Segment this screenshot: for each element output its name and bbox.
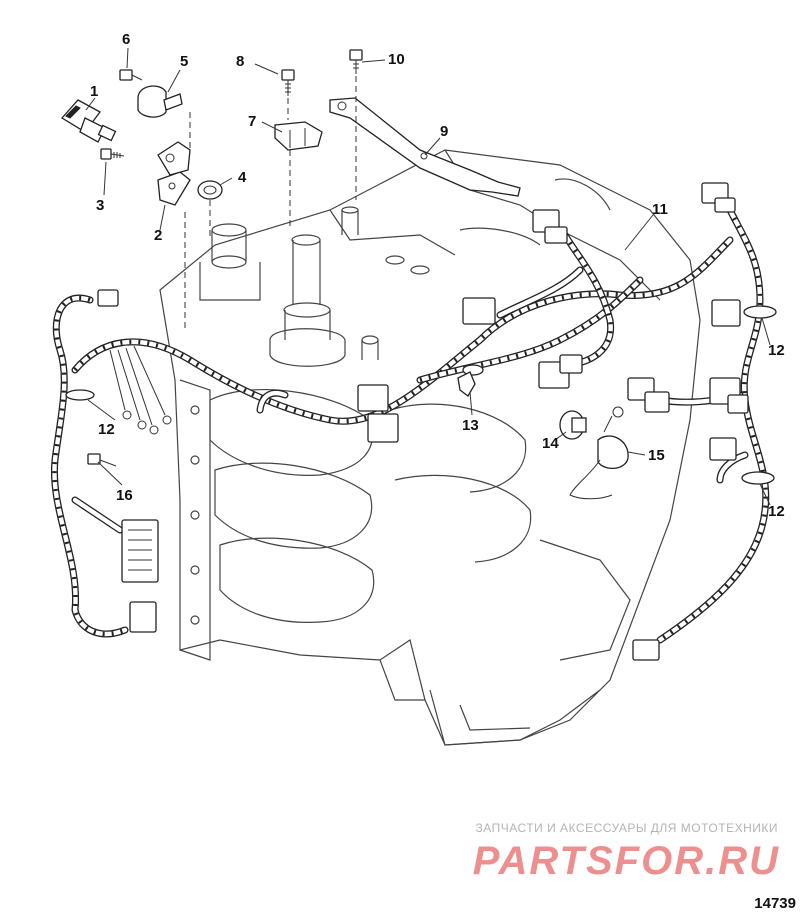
callout-7: 7 bbox=[248, 113, 256, 130]
clamp-right-upper bbox=[743, 305, 777, 319]
part-7-clip bbox=[274, 121, 323, 151]
connector-left-top bbox=[97, 289, 119, 307]
connector-bottom-right bbox=[632, 639, 660, 661]
callout-11: 11 bbox=[652, 201, 668, 218]
part-4-grommet bbox=[197, 180, 223, 200]
callout-12-left: 12 bbox=[98, 421, 115, 438]
callout-1: 1 bbox=[90, 83, 98, 100]
callout-labels: 1 2 3 4 5 6 7 8 9 10 11 12 12 12 13 14 1… bbox=[90, 31, 785, 520]
connector-left-bottom bbox=[129, 601, 157, 633]
callout-15: 15 bbox=[648, 447, 665, 464]
part-14-switch bbox=[559, 410, 587, 440]
connector-right-1 bbox=[711, 299, 741, 327]
part-8-bolt bbox=[281, 69, 295, 96]
callout-4: 4 bbox=[238, 169, 247, 186]
connector-left-multi bbox=[121, 519, 159, 583]
connector-center bbox=[462, 297, 496, 325]
part-15-sensor bbox=[569, 406, 629, 500]
callout-12-right-upper: 12 bbox=[768, 342, 785, 359]
watermark-brand: PARTSFOR.RU bbox=[473, 839, 780, 883]
wiring-harness bbox=[50, 206, 770, 644]
connector-right-3 bbox=[709, 437, 737, 461]
callout-13: 13 bbox=[462, 417, 479, 434]
leader-lines bbox=[85, 47, 771, 506]
part-1-sensor bbox=[60, 99, 117, 143]
connector-middle bbox=[357, 384, 389, 412]
callout-16: 16 bbox=[116, 487, 133, 504]
callout-8: 8 bbox=[236, 53, 244, 70]
harness-connectors bbox=[97, 182, 749, 661]
watermark: ЗАПЧАСТИ И АКСЕССУАРЫ ДЛЯ МОТОТЕХНИКИ PA… bbox=[473, 821, 780, 883]
callout-5: 5 bbox=[180, 53, 188, 70]
part-9-strap bbox=[329, 97, 521, 197]
engine-block bbox=[159, 149, 701, 746]
part-6-screw bbox=[119, 69, 143, 81]
callout-12-right-lower: 12 bbox=[768, 503, 785, 520]
clamp-left bbox=[65, 389, 95, 401]
part-2-bracket bbox=[157, 141, 191, 206]
callout-3: 3 bbox=[96, 197, 104, 214]
watermark-tagline: ЗАПЧАСТИ И АКСЕССУАРЫ ДЛЯ МОТОТЕХНИКИ bbox=[476, 821, 778, 835]
callout-2: 2 bbox=[154, 227, 162, 244]
clamp-right-lower bbox=[741, 471, 775, 485]
part-16-bolt bbox=[87, 453, 117, 467]
part-5-clamp bbox=[137, 85, 183, 118]
callout-14: 14 bbox=[542, 435, 559, 452]
callout-6: 6 bbox=[122, 31, 130, 48]
part-13-clip bbox=[457, 371, 476, 397]
part-3-screw bbox=[100, 148, 125, 160]
figure-number: 14739 bbox=[754, 895, 796, 912]
part-10-bolt bbox=[349, 49, 363, 74]
callout-9: 9 bbox=[440, 123, 448, 140]
callout-10: 10 bbox=[388, 51, 405, 68]
